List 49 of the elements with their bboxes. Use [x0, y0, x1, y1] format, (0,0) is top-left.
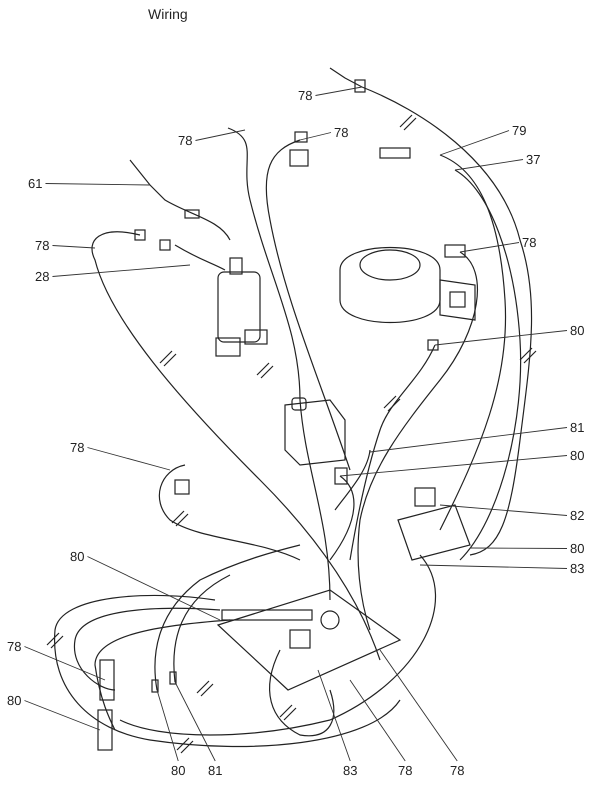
- leader-line: [318, 670, 351, 762]
- callout-number: 81: [570, 420, 584, 435]
- callout-number: 80: [570, 448, 584, 463]
- callout-number: 78: [35, 238, 50, 253]
- leader-line: [52, 245, 96, 248]
- callout-number: 78: [334, 125, 348, 140]
- leader-line: [156, 690, 179, 762]
- leader-line: [434, 330, 568, 346]
- leader-line: [440, 504, 568, 516]
- leader-line: [195, 130, 246, 141]
- leader-line: [315, 86, 362, 96]
- callout-number: 37: [526, 152, 540, 167]
- leader-line: [52, 264, 190, 277]
- callout-number: 82: [570, 508, 584, 523]
- callout-number: 78: [298, 88, 312, 103]
- leader-line: [370, 427, 568, 452]
- callout-number: 78: [522, 235, 536, 250]
- leader-line: [470, 548, 568, 549]
- callout-number: 80: [171, 763, 186, 778]
- leader-line: [87, 556, 220, 620]
- callout-number: 28: [35, 269, 50, 284]
- callout-number: 80: [7, 693, 22, 708]
- leader-line: [340, 455, 568, 476]
- leader-line: [300, 132, 332, 140]
- callout-number: 79: [512, 123, 526, 138]
- callout-number: 78: [7, 639, 22, 654]
- leader-line: [454, 159, 524, 170]
- callout-number: 83: [343, 763, 358, 778]
- leader-line: [420, 564, 568, 569]
- callout-number: 78: [450, 763, 464, 778]
- leader-line: [350, 680, 406, 762]
- callout-number: 78: [398, 763, 412, 778]
- leader-line: [380, 650, 458, 762]
- callout-number: 81: [208, 763, 222, 778]
- callout-number: 80: [70, 549, 84, 564]
- leader-line: [24, 646, 106, 680]
- leader-line: [174, 682, 216, 762]
- callout-number: 80: [570, 541, 584, 556]
- leader-line: [87, 447, 170, 470]
- callout-number: 80: [570, 323, 584, 338]
- callout-number: 61: [28, 176, 42, 191]
- leader-line: [45, 183, 150, 186]
- callout-number: 78: [70, 440, 84, 455]
- callout-number: 78: [178, 133, 192, 148]
- leader-line: [24, 700, 100, 730]
- title: Wiring: [148, 6, 188, 22]
- leader-line: [440, 130, 510, 156]
- leader-line: [460, 242, 520, 252]
- callout-number: 83: [570, 561, 584, 576]
